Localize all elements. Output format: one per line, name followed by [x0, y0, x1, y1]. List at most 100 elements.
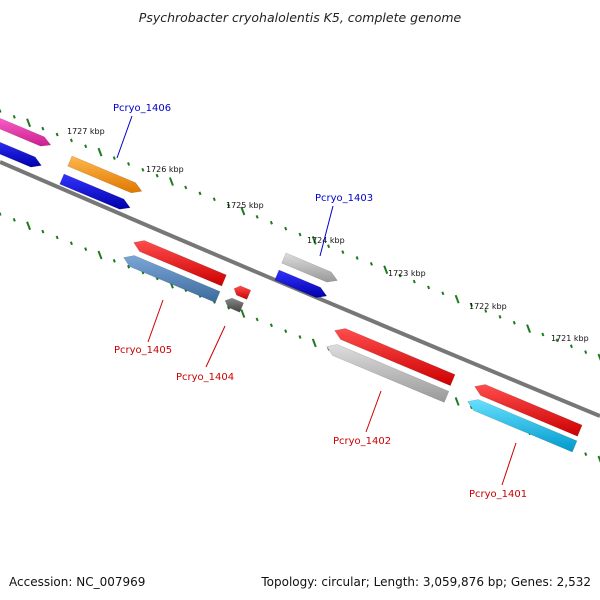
tick-mark — [484, 309, 488, 313]
tick-mark — [597, 455, 600, 463]
tick-label: 1721 kbp — [551, 334, 589, 343]
label-leader-line — [116, 115, 133, 159]
tick-label: 1727 kbp — [67, 127, 105, 136]
tick-mark — [555, 338, 559, 343]
tick-mark — [427, 285, 431, 290]
gene-arrow-pcryo-1401 — [467, 399, 578, 453]
gene-label-pcryo-1406: Pcryo_1406 — [113, 103, 171, 114]
tick-mark — [168, 177, 174, 186]
tick-mark — [584, 452, 588, 456]
tick-mark — [55, 132, 59, 137]
tick-mark — [255, 215, 259, 219]
tick-mark — [0, 109, 2, 113]
tick-label: 1723 kbp — [388, 269, 426, 278]
tick-mark — [212, 197, 216, 202]
genome-summary: Topology: circular; Length: 3,059,876 bp… — [261, 575, 591, 589]
gene-arrow-pcryo-1402 — [326, 344, 450, 403]
label-leader-line — [501, 442, 517, 486]
tick-label: 1722 kbp — [469, 302, 507, 311]
tick-mark — [26, 118, 32, 128]
tick-mark — [454, 397, 460, 406]
tick-mark — [97, 250, 103, 260]
tick-mark — [12, 115, 16, 119]
tick-mark — [198, 191, 202, 196]
tick-mark — [41, 229, 45, 234]
gene-arrow-red-1402-upper — [334, 328, 456, 387]
tick-mark — [498, 314, 502, 319]
tick-mark — [383, 265, 389, 275]
tick-mark — [155, 173, 159, 178]
gene-arrow-red-1405-upper — [133, 240, 227, 287]
tick-mark — [341, 250, 345, 254]
tick-mark — [269, 323, 273, 328]
tick-mark — [55, 235, 59, 240]
accession-text: Accession: NC_007969 — [9, 575, 146, 589]
tick-mark — [127, 264, 131, 269]
gene-arrow-pcryo-1403 — [281, 252, 338, 283]
tick-mark — [284, 329, 288, 333]
tick-mark — [12, 218, 16, 222]
gene-arrow-red-small — [233, 285, 252, 300]
tick-mark — [569, 344, 573, 349]
tick-mark — [112, 156, 116, 160]
tick-mark — [84, 144, 88, 149]
tick-mark — [284, 226, 288, 231]
tick-mark — [69, 138, 73, 143]
tick-mark — [298, 232, 302, 237]
gene-label-pcryo-1403: Pcryo_1403 — [315, 193, 373, 204]
tick-mark — [512, 320, 516, 325]
tick-mark — [141, 167, 145, 172]
label-leader-line — [319, 205, 334, 257]
tick-mark — [26, 221, 32, 231]
tick-label: 1725 kbp — [226, 201, 264, 210]
tick-label: 1724 kbp — [307, 236, 345, 245]
tick-mark — [84, 247, 88, 251]
tick-mark — [469, 303, 473, 307]
tick-mark — [184, 185, 188, 190]
tick-mark — [311, 338, 317, 348]
tick-mark — [227, 203, 231, 207]
gene-labels: Pcryo_1406Pcryo_1403Pcryo_1405Pcryo_1404… — [113, 103, 527, 500]
tick-mark — [269, 220, 273, 225]
gene-arrow-blue-left — [0, 141, 42, 168]
tick-mark — [127, 162, 131, 166]
tick-mark — [97, 147, 103, 157]
tick-mark — [255, 317, 259, 322]
gene-arrow-red-1401-upper — [474, 384, 583, 437]
gene-arrow-pink — [0, 117, 52, 147]
tick-mark — [0, 212, 2, 216]
tick-mark — [311, 236, 317, 245]
gene-arrow-blue-1403-pair — [274, 269, 328, 298]
tick-mark — [584, 350, 588, 354]
tick-mark — [327, 244, 331, 249]
gene-arrow-pcryo-1405 — [123, 255, 221, 303]
tick-mark — [541, 332, 545, 337]
label-leader-line — [365, 390, 382, 433]
gene-label-pcryo-1404: Pcryo_1404 — [176, 372, 234, 383]
tick-mark — [240, 309, 246, 318]
tick-mark — [41, 126, 45, 131]
tick-label: 1726 kbp — [146, 165, 184, 174]
gene-arrow-pcryo-1404 — [224, 297, 244, 313]
gene-label-pcryo-1401: Pcryo_1401 — [469, 489, 527, 500]
tick-mark — [69, 241, 73, 246]
tick-mark — [597, 353, 600, 361]
tick-mark — [112, 259, 116, 263]
label-leader-line — [147, 299, 164, 343]
tick-mark — [441, 291, 445, 296]
tick-mark — [454, 294, 460, 304]
tick-mark — [355, 256, 359, 260]
gene-label-pcryo-1405: Pcryo_1405 — [114, 345, 172, 356]
gene-arrow-blue-1406-pair — [59, 173, 131, 210]
map-title: Psychrobacter cryohalolentis K5, complet… — [138, 10, 462, 25]
gene-features — [0, 117, 583, 453]
tick-mark — [526, 324, 532, 333]
label-leader-line — [205, 325, 226, 368]
tick-mark — [369, 262, 373, 266]
tick-mark — [298, 335, 302, 339]
tick-mark — [398, 273, 402, 278]
gene-label-pcryo-1402: Pcryo_1402 — [333, 436, 391, 447]
tick-mark — [240, 206, 246, 216]
tick-mark — [412, 279, 416, 284]
